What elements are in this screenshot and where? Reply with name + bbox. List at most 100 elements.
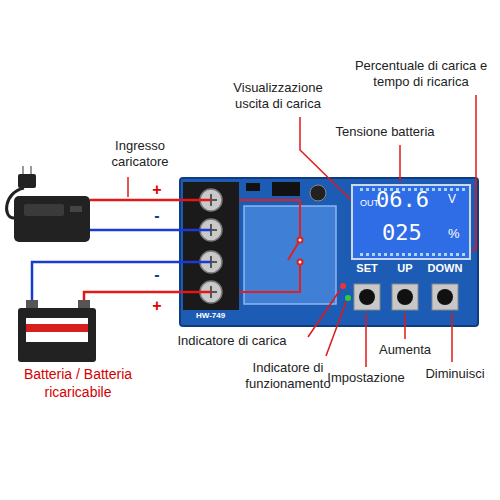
lcd-segment (438, 253, 441, 256)
lcd-segment (384, 253, 387, 256)
circuit-board-art-part (310, 185, 326, 201)
lcd-segment (432, 188, 435, 191)
polarity-sign: - (154, 206, 159, 226)
lcd-segment (456, 253, 459, 256)
lcd-segment (462, 253, 465, 256)
lcd-segment (366, 253, 369, 256)
lcd-segment (372, 188, 375, 191)
callout-label: Aumenta (379, 342, 431, 358)
callout-label: Indicatore di carica (177, 333, 286, 349)
battery-part (26, 324, 88, 332)
lcd-segment (378, 253, 381, 256)
input-label: Ingresso caricatore (92, 138, 188, 171)
leader-lines-part (472, 95, 476, 250)
lcd-segment (414, 253, 417, 256)
lcd-segment (390, 253, 393, 256)
polarity-sign: - (154, 265, 159, 285)
wires-part (32, 262, 211, 300)
lcd-unit: V (448, 193, 456, 206)
circuit-board-art-part (345, 295, 351, 301)
relay-switch-symbol-part (298, 260, 303, 265)
screw-slots (205, 194, 217, 298)
leader-lines (128, 95, 476, 367)
charger (7, 166, 90, 242)
lcd-segment (372, 253, 375, 256)
lcd-segment (396, 253, 399, 256)
charger-part (22, 166, 24, 174)
battery-part (18, 308, 96, 362)
terminal-screws (200, 189, 222, 303)
button-label: UP (383, 262, 427, 274)
lcd-segment (450, 253, 453, 256)
lcd-segment (450, 188, 453, 191)
button-label: DOWN (423, 262, 467, 274)
battery-part (26, 300, 38, 308)
circuit-board-art-part (340, 283, 346, 289)
lcd-segment (402, 253, 405, 256)
lcd-segment (360, 253, 363, 256)
circuit-board-art-part (246, 183, 260, 191)
lcd-segment (444, 188, 447, 191)
lcd-percent-value: 025 (382, 221, 422, 245)
circuit-board-art-part (352, 185, 470, 259)
lcd-segment (366, 188, 369, 191)
lcd-segment (360, 188, 363, 191)
battery-part (26, 318, 88, 342)
lcd-segment (420, 253, 423, 256)
lcd-segment (426, 253, 429, 256)
wires-part (84, 292, 211, 300)
leader-lines-part (365, 313, 367, 367)
callout-label: Percentuale di carica e tempo di ricaric… (345, 58, 497, 91)
lcd-segment (462, 188, 465, 191)
leader-lines-part (326, 302, 346, 356)
callout-label: Visualizzazione uscita di carica (216, 80, 341, 113)
callout-label: Tensione batteria (335, 124, 434, 140)
lcd-segment (456, 188, 459, 191)
lcd-segment (408, 253, 411, 256)
leader-lines-part (404, 313, 406, 339)
button-caps-part (392, 284, 418, 310)
button-caps (354, 284, 458, 310)
wires-part (90, 229, 211, 232)
lcd-segments (360, 188, 465, 256)
wires (32, 200, 211, 300)
polarity-sign: + (152, 296, 161, 316)
lcd-display: OUT06.6V025% (352, 185, 470, 259)
callout-label: Impostazione (327, 370, 404, 386)
circuit-board-art (180, 178, 478, 326)
leader-lines-part (399, 145, 401, 182)
charger-part (18, 174, 36, 188)
lcd-segment (438, 188, 441, 191)
battery-label: Batteria / Batteria ricaricabile (3, 366, 153, 401)
polarity-sign: + (152, 180, 161, 200)
leader-lines-part (127, 177, 129, 197)
button-label: SET (345, 262, 389, 274)
set-button: SET (345, 262, 389, 318)
charger-part (30, 166, 32, 174)
relay-switch-symbol (239, 200, 303, 292)
button-caps-part (397, 289, 413, 305)
leader-lines-part (451, 313, 453, 362)
lcd-unit: % (448, 227, 460, 241)
relay-switch-symbol-part (298, 238, 303, 243)
charger-part (24, 204, 64, 216)
circuit-board-art-part (244, 206, 336, 304)
callout-label: Diminuisci (425, 366, 484, 382)
lcd-voltage: 06.6 (376, 188, 429, 212)
charger-part (14, 196, 90, 242)
battery (18, 300, 96, 362)
charger-part (70, 206, 82, 212)
up-button: UP (383, 262, 427, 318)
circuit-board: HW-749OUT06.6V025%SETUPDOWN (180, 178, 478, 326)
wires-part (90, 199, 211, 202)
circuit-board-art-part (180, 178, 478, 326)
model-number: HW-749 (196, 312, 225, 321)
circuit-board-art-part (272, 182, 300, 196)
down-button: DOWN (423, 262, 467, 318)
button-caps-part (359, 289, 375, 305)
relay-switch-symbol-part (239, 200, 300, 240)
relay-switch-symbol-part (239, 262, 300, 292)
button-caps-part (437, 289, 453, 305)
battery-part (78, 300, 90, 308)
